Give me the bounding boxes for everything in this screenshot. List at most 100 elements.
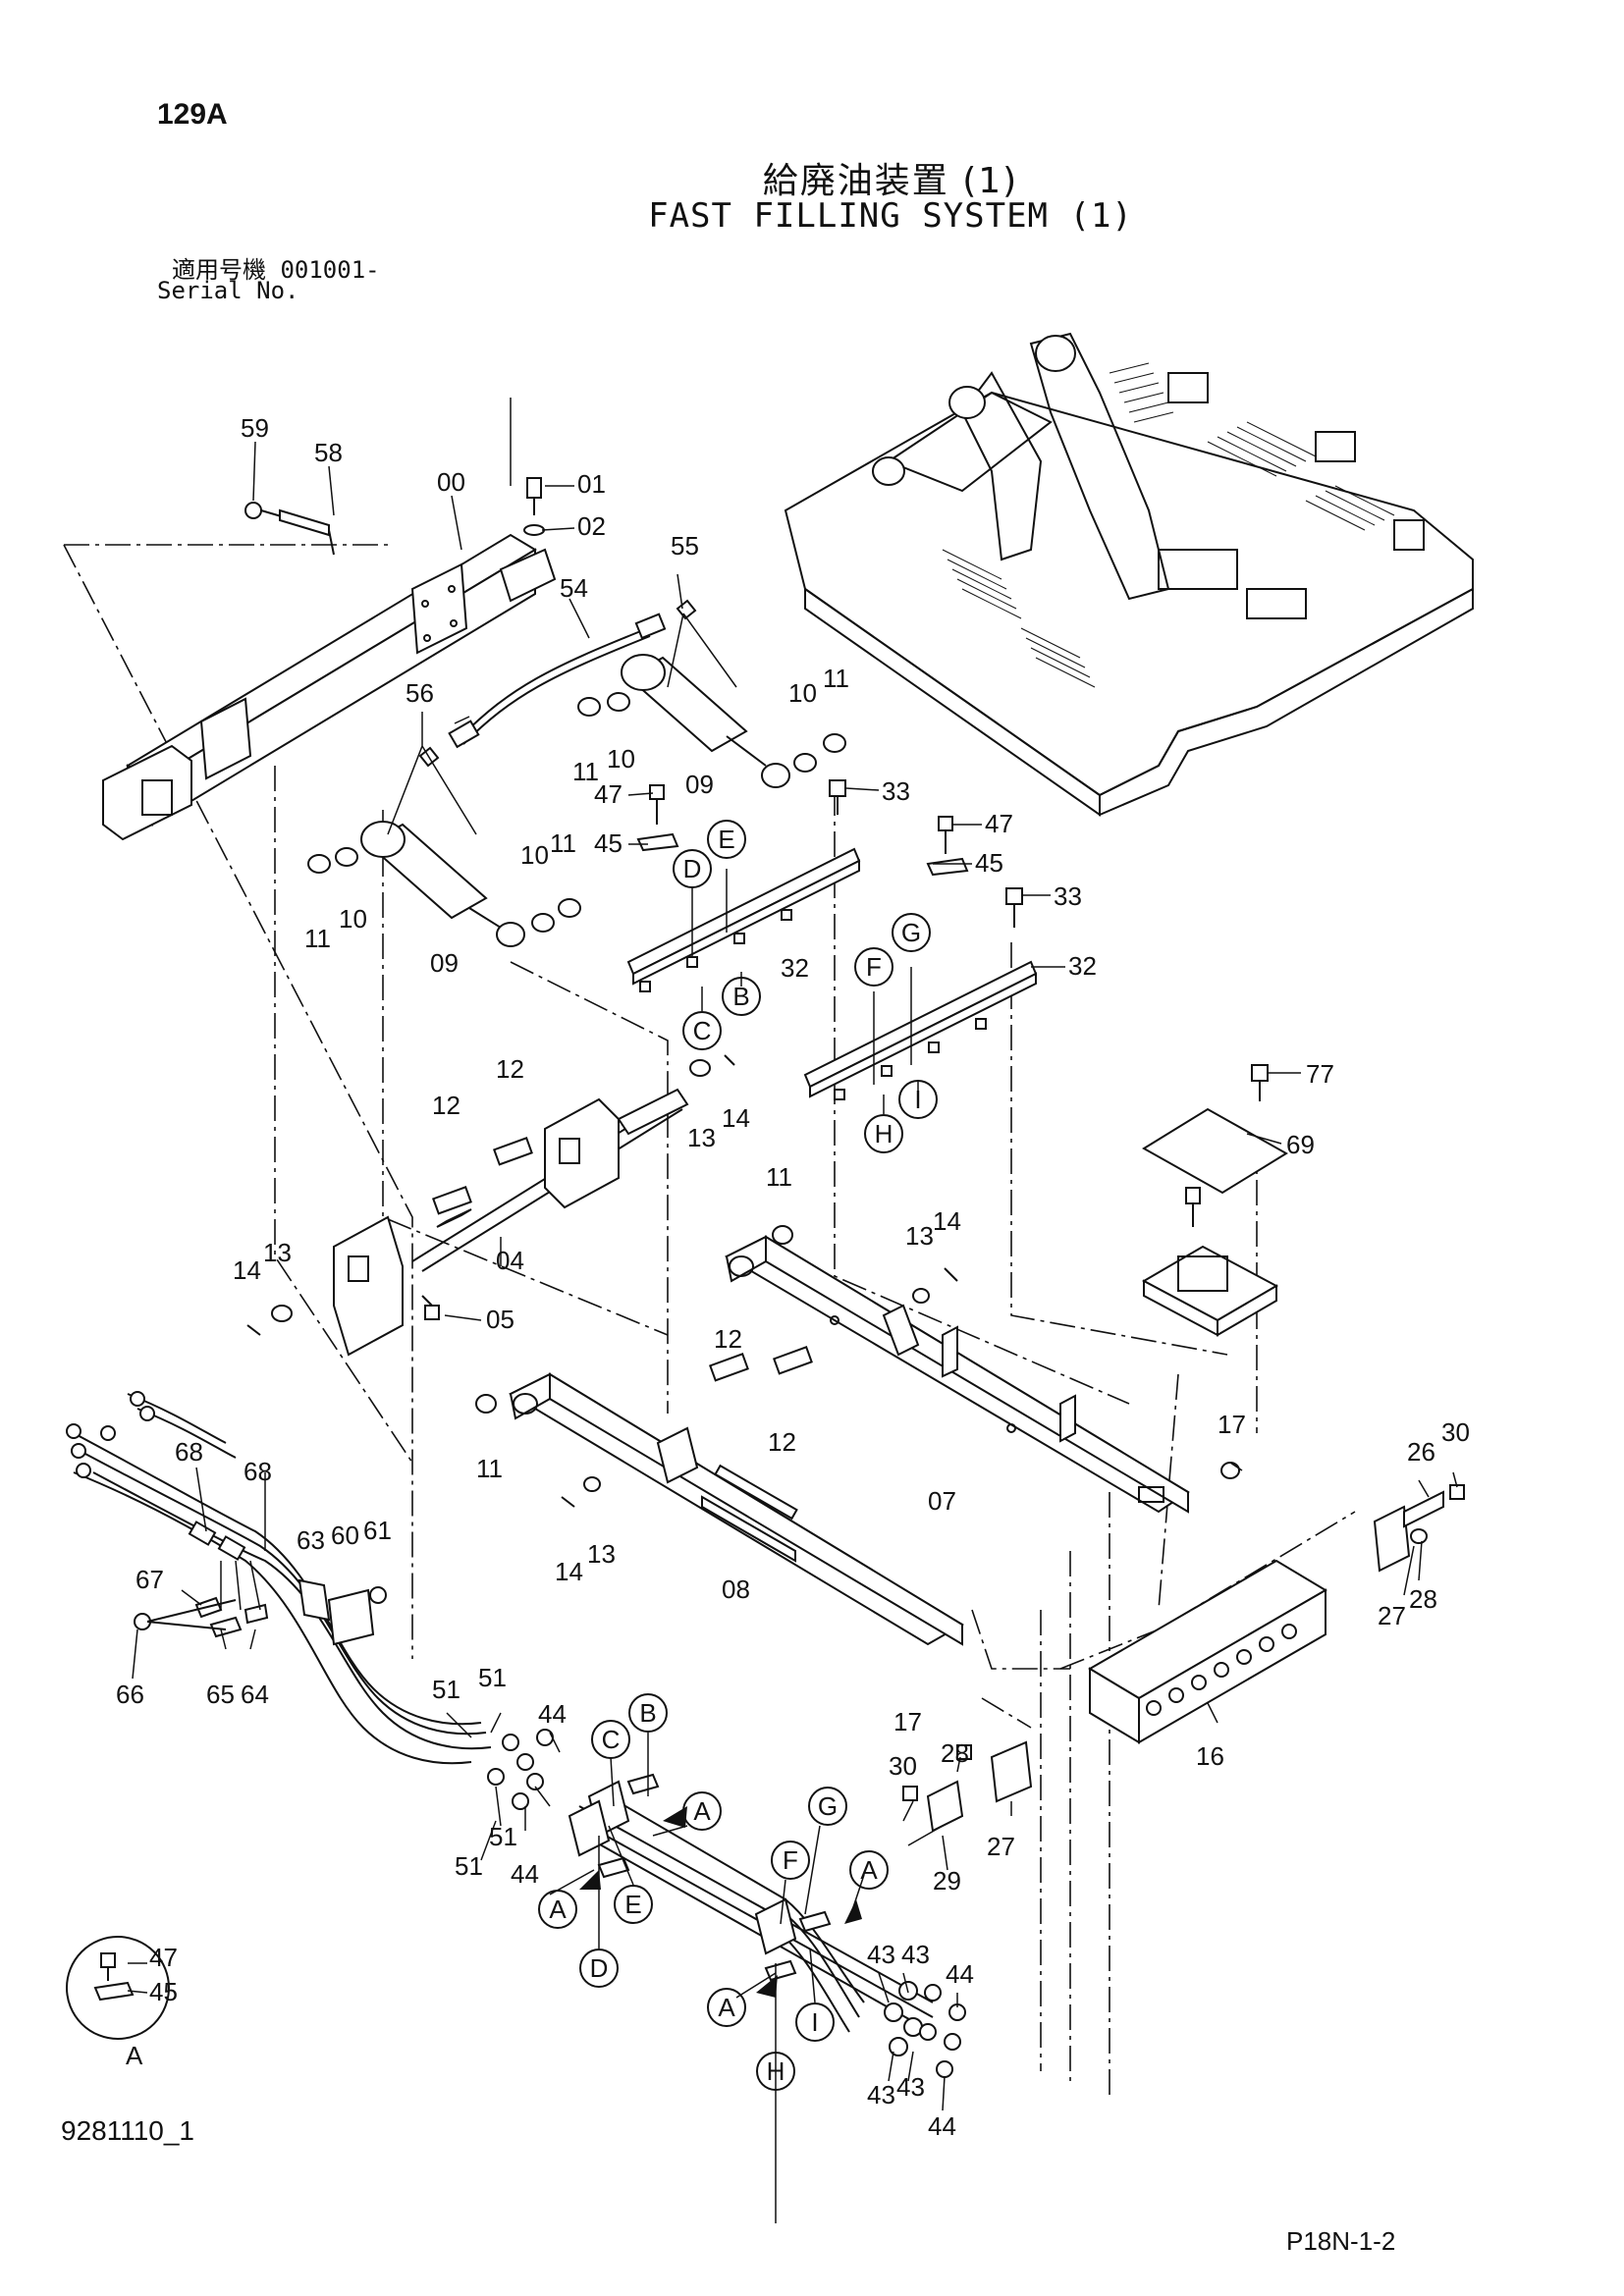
callout-01: 01 bbox=[577, 469, 606, 499]
marker-G2: G bbox=[808, 1787, 847, 1826]
callout-44c: 44 bbox=[946, 1959, 974, 1989]
marker-I1-text: I bbox=[914, 1085, 921, 1114]
callout-29: 29 bbox=[933, 1866, 961, 1896]
arrows-a bbox=[579, 1806, 862, 1998]
marker-I1: I bbox=[898, 1080, 938, 1119]
callout-64: 64 bbox=[241, 1680, 269, 1709]
marker-H2: H bbox=[756, 2052, 795, 2091]
callout-44d: 44 bbox=[928, 2111, 956, 2141]
cylinder-09-upper bbox=[577, 654, 846, 788]
callout-30a: 30 bbox=[1441, 1417, 1470, 1447]
callouts: 59 58 00 01 02 54 55 56 10 11 11 10 09 4… bbox=[116, 413, 1470, 2141]
marker-H2-text: H bbox=[767, 2056, 785, 2086]
callout-47a: 47 bbox=[594, 779, 623, 809]
manifold-bar-32-lower bbox=[803, 960, 1038, 1100]
marker-D1: D bbox=[673, 849, 712, 888]
callout-60: 60 bbox=[331, 1521, 359, 1550]
callout-detail-a: A bbox=[126, 2041, 143, 2070]
marker-H1: H bbox=[864, 1114, 903, 1153]
marker-I2: I bbox=[795, 2002, 835, 2042]
marker-A2-text: A bbox=[549, 1895, 567, 1924]
bolts-top bbox=[244, 477, 545, 556]
callout-45b: 45 bbox=[975, 848, 1003, 878]
callout-10d: 10 bbox=[520, 840, 549, 870]
callout-17a: 17 bbox=[1218, 1410, 1246, 1439]
callout-08: 08 bbox=[722, 1575, 750, 1604]
marker-E1-text: E bbox=[718, 825, 734, 854]
marker-D1-text: D bbox=[683, 854, 702, 883]
serial-label-japanese: 適用号機 001001- bbox=[172, 256, 380, 284]
upper-frame-drawing bbox=[784, 332, 1474, 817]
detail-a-circle bbox=[66, 1936, 170, 2040]
leader-lines bbox=[127, 398, 1458, 2111]
callout-17b: 17 bbox=[893, 1707, 922, 1736]
marker-G1-text: G bbox=[901, 918, 921, 947]
marker-A1: A bbox=[682, 1791, 722, 1831]
callout-10a: 10 bbox=[788, 678, 817, 708]
marker-C1: C bbox=[682, 1011, 722, 1050]
title-japanese: 給廃油装置 (1) bbox=[762, 161, 1019, 201]
callout-07: 07 bbox=[928, 1486, 956, 1516]
callout-65: 65 bbox=[206, 1680, 235, 1709]
marker-I2-text: I bbox=[811, 2007, 818, 2037]
callout-02: 02 bbox=[577, 511, 606, 541]
callout-09b: 09 bbox=[430, 948, 459, 978]
callout-14b: 14 bbox=[933, 1206, 961, 1236]
callout-54: 54 bbox=[560, 573, 588, 603]
callout-67: 67 bbox=[135, 1565, 164, 1594]
callout-11d: 11 bbox=[550, 828, 576, 858]
callout-11b: 11 bbox=[572, 757, 599, 786]
callout-11e: 11 bbox=[766, 1162, 792, 1192]
beam-08 bbox=[475, 1353, 964, 1646]
callout-13d: 13 bbox=[587, 1539, 616, 1569]
marker-A3: A bbox=[849, 1850, 889, 1890]
callout-28b: 28 bbox=[941, 1738, 969, 1768]
page-code: P18N-1-2 bbox=[1286, 2226, 1396, 2256]
callout-27a: 27 bbox=[1378, 1601, 1406, 1630]
title-english: FAST FILLING SYSTEM (1) bbox=[648, 196, 1133, 236]
callout-33b: 33 bbox=[1054, 881, 1082, 911]
callout-43a: 43 bbox=[867, 1940, 895, 1969]
callout-12c: 12 bbox=[714, 1324, 742, 1354]
callout-13a: 13 bbox=[687, 1123, 716, 1152]
marker-G2-text: G bbox=[818, 1791, 838, 1821]
callout-44b: 44 bbox=[511, 1859, 539, 1889]
marker-A3-text: A bbox=[860, 1855, 878, 1885]
callout-66: 66 bbox=[116, 1680, 144, 1709]
drawing-id: 9281110_1 bbox=[61, 2115, 194, 2146]
callout-00: 00 bbox=[437, 467, 465, 497]
callout-59: 59 bbox=[241, 413, 269, 443]
callout-51a: 51 bbox=[432, 1675, 460, 1704]
top-beam-00 bbox=[102, 533, 557, 841]
callout-55: 55 bbox=[671, 531, 699, 561]
callout-14c: 14 bbox=[233, 1255, 261, 1285]
callout-12d: 12 bbox=[768, 1427, 796, 1457]
marker-F1-text: F bbox=[866, 952, 882, 982]
callout-43c: 43 bbox=[867, 2080, 895, 2109]
callout-47c: 47 bbox=[149, 1943, 178, 1972]
marker-B2: B bbox=[628, 1693, 668, 1733]
marker-C1-text: C bbox=[693, 1016, 712, 1045]
callout-26: 26 bbox=[1407, 1437, 1435, 1467]
callout-13c: 13 bbox=[263, 1238, 292, 1267]
clamps-64-67 bbox=[134, 1596, 269, 1638]
marker-C2-text: C bbox=[602, 1725, 621, 1754]
marker-G1: G bbox=[892, 913, 931, 952]
marker-E2: E bbox=[614, 1885, 653, 1924]
callout-51c: 51 bbox=[489, 1822, 517, 1851]
marker-F1: F bbox=[854, 947, 893, 987]
callout-12a: 12 bbox=[496, 1054, 524, 1084]
serial-label-english: Serial No. bbox=[157, 277, 299, 304]
page-number: 129A bbox=[157, 98, 228, 131]
marker-A1-text: A bbox=[693, 1796, 711, 1826]
callout-32a: 32 bbox=[781, 953, 809, 983]
callout-09a: 09 bbox=[685, 770, 714, 799]
callout-68b: 68 bbox=[244, 1457, 272, 1486]
marker-B1-text: B bbox=[732, 982, 749, 1011]
marker-D2: D bbox=[579, 1949, 619, 1988]
callout-11a: 11 bbox=[823, 664, 849, 693]
marker-B2-text: B bbox=[639, 1698, 656, 1728]
callout-77: 77 bbox=[1306, 1059, 1334, 1089]
callout-61: 61 bbox=[363, 1516, 392, 1545]
callout-30b: 30 bbox=[889, 1751, 917, 1781]
